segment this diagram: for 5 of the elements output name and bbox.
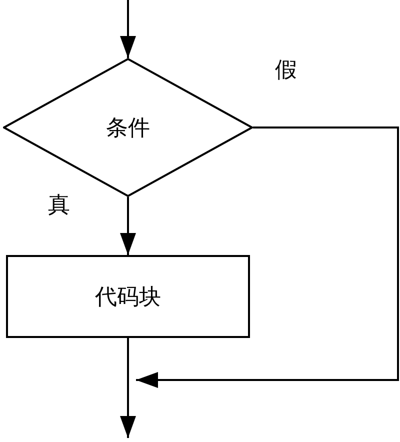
arrow xyxy=(136,126,399,388)
process-box: 代码块 xyxy=(6,255,250,338)
arrow xyxy=(120,197,136,255)
arrow xyxy=(120,338,136,438)
arrow xyxy=(120,0,136,58)
